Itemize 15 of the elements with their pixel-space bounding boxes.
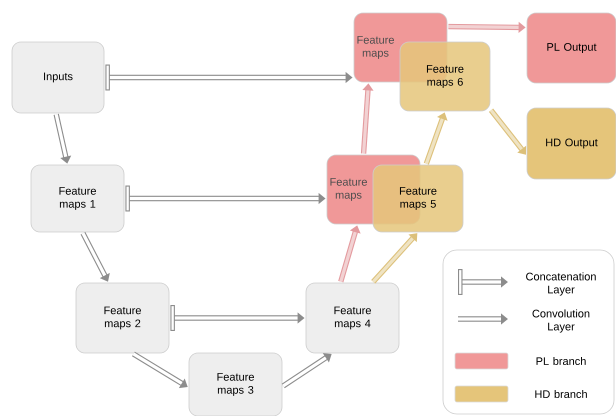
output-box: PL Output xyxy=(526,12,616,84)
feature-map-box: Feature maps 2 xyxy=(76,282,170,354)
output-box: HD Output xyxy=(526,108,616,180)
feature-map-box: Feature maps 1 xyxy=(30,164,124,232)
feature-map-box: Feature maps 6 xyxy=(400,42,490,112)
feature-map-box: Feature maps 3 xyxy=(188,352,282,416)
convolution-arrow xyxy=(488,108,526,155)
input-box: Inputs xyxy=(12,42,104,114)
legend-label: HD branch xyxy=(535,390,587,398)
feature-map-box: Feature maps 4 xyxy=(306,282,400,354)
legend-label: PL branch xyxy=(536,356,586,366)
feature-map-box: Feature maps 5 xyxy=(372,164,464,232)
legend-label: Convolution Layer xyxy=(532,309,590,333)
legend-label: Concatenation Layer xyxy=(526,272,596,296)
convolution-arrow xyxy=(371,233,418,284)
